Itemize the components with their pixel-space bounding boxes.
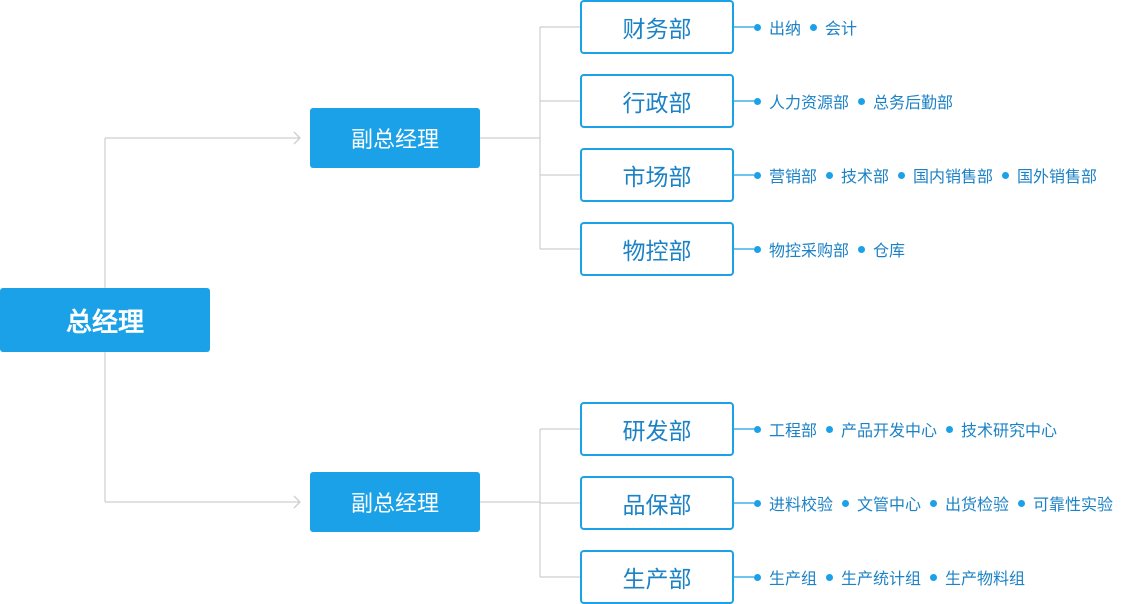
bullet-dot-icon (826, 425, 834, 433)
subs-row-production: 生产组 生产统计组 生产物料组 (754, 565, 1034, 589)
sub-unit: 生产组 (754, 565, 817, 589)
subs-row-administration: 人力资源部 总务后勤部 (754, 89, 962, 113)
vp-1-label: 副总经理 (350, 128, 439, 153)
dept-label: 行政部 (622, 91, 692, 117)
sub-unit: 国内销售部 (898, 163, 993, 187)
dept-node-marketing: 市场部 (580, 148, 734, 202)
root-node-general-manager: 总经理 (0, 288, 210, 352)
dept-node-administration: 行政部 (580, 74, 734, 128)
sub-unit: 总务后勤部 (858, 89, 953, 113)
vp-node-2: 副总经理 (310, 472, 480, 532)
bullet-dot-icon (842, 499, 850, 507)
dept-node-material-control: 物控部 (580, 222, 734, 276)
sub-unit: 生产物料组 (930, 565, 1025, 589)
vp-node-1: 副总经理 (310, 108, 480, 168)
bullet-dot-icon (930, 573, 938, 581)
bullet-dot-icon (754, 245, 761, 253)
bullet-dot-icon (858, 245, 866, 253)
sub-unit: 进料校验 (754, 491, 833, 515)
subs-row-rnd: 工程部 产品开发中心 技术研究中心 (754, 417, 1066, 441)
sub-unit: 仓库 (858, 237, 905, 261)
bullet-dot-icon (754, 171, 761, 179)
bullet-dot-icon (754, 425, 761, 433)
arrow-to-vp-1-icon (293, 131, 301, 145)
sub-unit: 物控采购部 (754, 237, 849, 261)
bullet-dot-icon (754, 97, 761, 105)
bullet-dot-icon (754, 499, 761, 507)
sub-unit: 人力资源部 (754, 89, 849, 113)
sub-unit: 工程部 (754, 417, 817, 441)
sub-unit: 生产统计组 (826, 565, 921, 589)
bullet-dot-icon (1018, 499, 1026, 507)
bullet-dot-icon (858, 97, 866, 105)
bullet-dot-icon (1002, 171, 1010, 179)
vp-2-label: 副总经理 (350, 492, 439, 517)
sub-unit: 技术部 (826, 163, 889, 187)
bullet-dot-icon (754, 573, 761, 581)
root-label: 总经理 (65, 307, 144, 338)
dept-label: 研发部 (622, 419, 692, 445)
dept-node-finance: 财务部 (580, 0, 734, 54)
sub-unit: 营销部 (754, 163, 817, 187)
dept-node-quality: 品保部 (580, 476, 734, 530)
bullet-dot-icon (826, 171, 834, 179)
bullet-dot-icon (826, 573, 834, 581)
dept-label: 财务部 (622, 17, 692, 43)
sub-unit: 出货检验 (930, 491, 1009, 515)
bullet-dot-icon (898, 171, 906, 179)
sub-unit: 可靠性实验 (1018, 491, 1113, 515)
bullet-dot-icon (754, 23, 761, 31)
subs-row-marketing: 营销部 技术部 国内销售部 国外销售部 (754, 163, 1106, 187)
sub-unit: 产品开发中心 (826, 417, 937, 441)
subs-row-finance: 出纳 会计 (754, 15, 866, 39)
dept-node-rnd: 研发部 (580, 402, 734, 456)
subs-row-quality: 进料校验 文管中心 出货检验 可靠性实验 (754, 491, 1122, 515)
sub-unit: 技术研究中心 (946, 417, 1057, 441)
dept-label: 物控部 (622, 239, 692, 265)
bullet-dot-icon (930, 499, 938, 507)
bullet-dot-icon (810, 23, 818, 31)
bullet-dot-icon (946, 425, 954, 433)
arrow-to-vp-2-icon (293, 495, 301, 509)
sub-unit: 国外销售部 (1002, 163, 1097, 187)
sub-unit: 出纳 (754, 15, 801, 39)
subs-row-material-control: 物控采购部 仓库 (754, 237, 914, 261)
sub-unit: 会计 (810, 15, 857, 39)
dept-label: 生产部 (622, 567, 692, 593)
dept-label: 市场部 (622, 165, 692, 191)
sub-unit: 文管中心 (842, 491, 921, 515)
dept-label: 品保部 (622, 493, 692, 519)
dept-node-production: 生产部 (580, 550, 734, 604)
